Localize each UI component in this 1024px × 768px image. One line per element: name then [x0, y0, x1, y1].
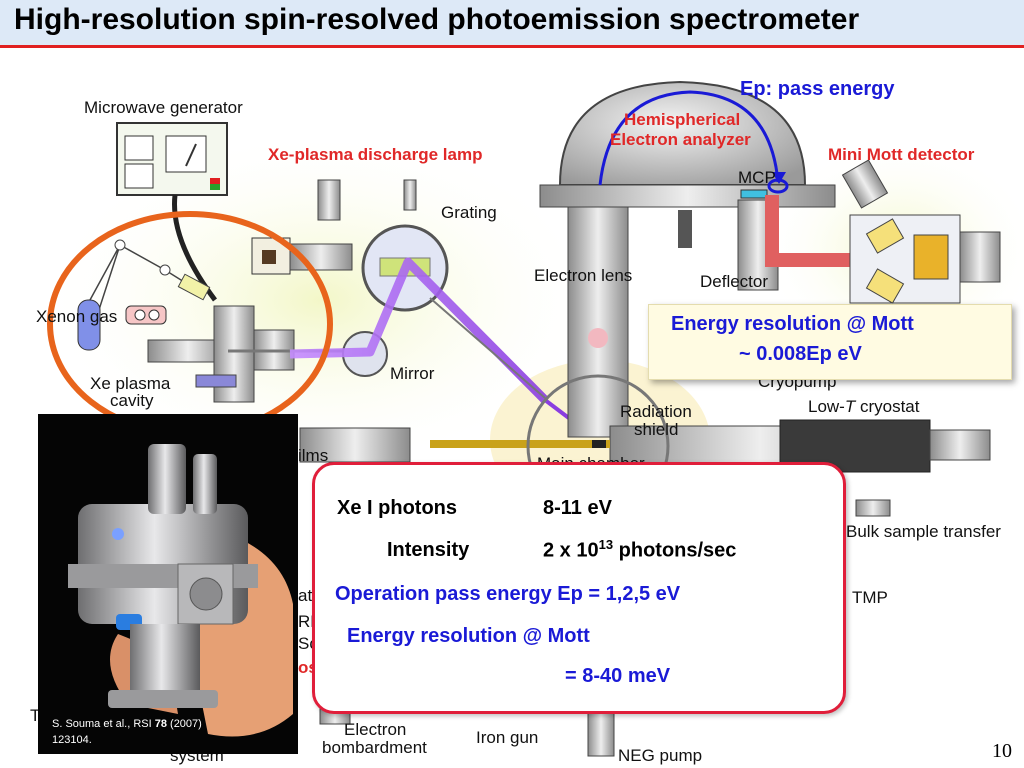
spec-box: Xe I photons 8-11 eV Intensity 2 x 1013 …: [312, 462, 846, 714]
citation-line2: 123104.: [52, 734, 92, 746]
resolution-callout: Energy resolution @ Mott ~ 0.008Ep eV: [648, 304, 1012, 380]
energy-resolution-value: = 8-40 meV: [565, 665, 671, 687]
page-title: High-resolution spin-resolved photoemiss…: [14, 3, 860, 36]
photon-beam: [289, 257, 549, 404]
label-analyzer-2: Electron analyzer: [610, 130, 751, 149]
label-tmp: TMP: [852, 588, 888, 607]
label-xenon-gas: Xenon gas: [36, 307, 118, 326]
citation: S. Souma et al., RSI 78 (2007): [52, 718, 202, 730]
resolution-line2: ~ 0.008Ep eV: [739, 343, 862, 365]
label-microwave-generator: Microwave generator: [84, 98, 243, 117]
label-mcp: MCP: [738, 168, 776, 187]
label-electron-2: bombardment: [322, 738, 427, 757]
spectrometer-diagram: [40, 80, 1024, 757]
photons-label: Xe I photons: [337, 497, 457, 519]
title-underline: [0, 45, 1024, 48]
label-radiation-1: Radiation: [620, 402, 692, 421]
label-films: ilms: [298, 446, 329, 465]
lamp-photo-illustration: [38, 414, 298, 754]
label-radiation-2: shield: [634, 420, 679, 439]
label-pass-energy: Ep: pass energy: [740, 78, 895, 100]
energy-resolution-label: Energy resolution @ Mott: [347, 625, 590, 647]
electron-path: [598, 90, 780, 186]
label-neg-pump: NEG pump: [618, 746, 703, 765]
label-cavity: cavity: [110, 391, 154, 410]
xenon-bottle: [77, 299, 101, 351]
label-mirror: Mirror: [390, 364, 435, 383]
intensity-label: Intensity: [387, 539, 470, 561]
title-bar: [0, 0, 1024, 46]
label-bulk-transfer: Bulk sample transfer: [846, 522, 1001, 541]
photons-value: 8-11 eV: [543, 497, 612, 519]
label-iron-gun: Iron gun: [476, 728, 539, 747]
page-number: 10: [992, 740, 1012, 762]
label-partial-t: T: [30, 706, 41, 725]
label-xe-plasma: Xe plasma: [90, 374, 171, 393]
resolution-line1: Energy resolution @ Mott: [671, 313, 914, 335]
plasma-cavity: [147, 305, 350, 403]
label-xe-lamp: Xe-plasma discharge lamp: [268, 145, 483, 164]
label-electron-1: Electron: [344, 720, 407, 739]
intensity-value: 2 x 1013 photons/sec: [543, 537, 737, 562]
label-electron-lens: Electron lens: [534, 266, 633, 285]
label-grating: Grating: [441, 203, 497, 222]
label-deflector: Deflector: [700, 272, 769, 291]
microwave-generator: [116, 122, 228, 196]
label-cryostat: Low-T cryostat: [808, 397, 920, 416]
label-mott-detector: Mini Mott detector: [828, 145, 975, 164]
lamp-photo: S. Souma et al., RSI 78 (2007) 123104.: [38, 414, 298, 754]
operation-pass-energy: Operation pass energy Ep = 1,2,5 eV: [335, 583, 681, 605]
label-analyzer-1: Hemispherical: [624, 110, 741, 129]
electron-lens: [567, 206, 629, 438]
